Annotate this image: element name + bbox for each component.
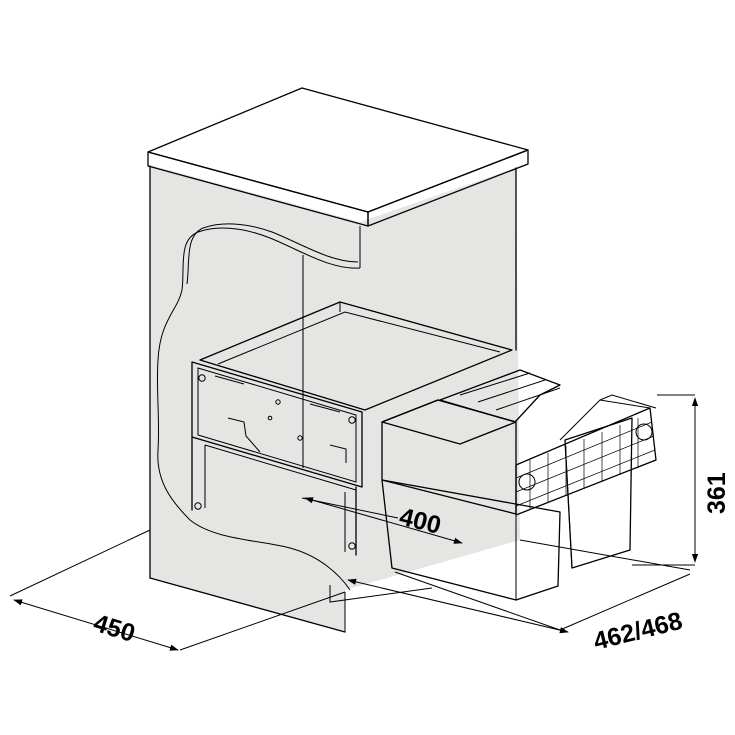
cutaway-line-inner	[186, 223, 359, 285]
bracket-left	[227, 417, 261, 453]
frame-lower-rail	[204, 444, 357, 491]
bin-left-top	[381, 399, 517, 445]
bracket-right	[329, 444, 347, 463]
dimension-lines	[9, 394, 699, 651]
cabinet-body	[150, 165, 520, 632]
width-dimension-line	[13, 599, 179, 651]
width-ext-right	[179, 591, 346, 651]
mounting-plate	[191, 361, 363, 488]
screw-3	[275, 399, 281, 405]
cab-depth-dimension-line	[347, 578, 569, 634]
cab-depth-ext-2	[394, 571, 561, 631]
floor-line	[329, 585, 433, 603]
lattice-grid	[515, 418, 656, 510]
screw-1	[198, 374, 206, 382]
drawer-tray-top	[199, 301, 513, 411]
bin-rail	[439, 369, 561, 423]
lattice-panel	[515, 407, 657, 516]
depth-dimension-line	[304, 497, 463, 544]
cab-depth-dimension-line-2	[559, 573, 691, 631]
drawer-tray-rim	[217, 311, 501, 365]
screw-5	[267, 415, 273, 421]
cab-depth-ext-3	[519, 539, 691, 571]
rail-line-2	[477, 379, 546, 403]
cabinet	[147, 87, 529, 633]
width-ext-left	[9, 529, 151, 597]
lattice-hub-1	[518, 473, 536, 491]
screw-2	[348, 416, 356, 424]
dimension-label-462-468: 462/468	[591, 607, 686, 656]
dimension-label-361: 361	[703, 472, 731, 514]
mounting-slot-2	[309, 403, 341, 413]
mounting-plate-inner	[197, 367, 357, 483]
cutaway-line	[156, 227, 361, 591]
lattice-side	[599, 394, 657, 409]
dimension-label-450: 450	[90, 609, 138, 648]
mounting-slot-1	[214, 375, 245, 385]
rail-line-1	[459, 372, 531, 396]
waste-bins	[381, 369, 657, 601]
screw-4	[297, 435, 303, 441]
countertop-side-edge	[367, 149, 529, 227]
lattice-hub-2	[635, 423, 653, 441]
cabinet-bottom-edge	[149, 577, 346, 633]
screw-6	[194, 502, 202, 510]
rail-line-3	[495, 387, 561, 411]
